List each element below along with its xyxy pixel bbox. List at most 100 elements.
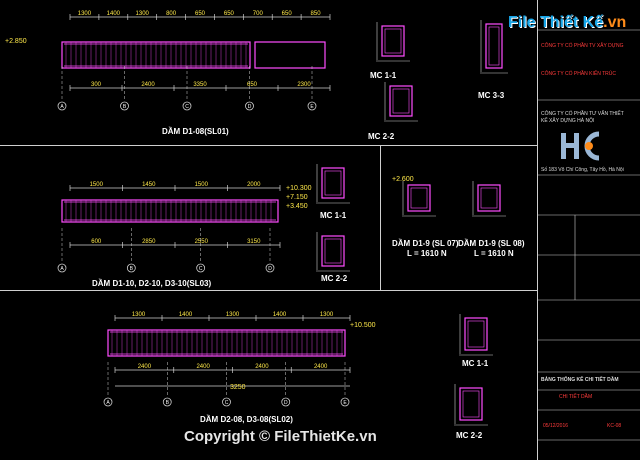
level-label: +2.600	[392, 176, 414, 183]
panel-divider-2	[0, 290, 537, 291]
axis-label: E	[310, 104, 314, 110]
dimension-value: 1300	[78, 11, 92, 17]
axis-label: D	[268, 266, 272, 272]
section-stirrup	[462, 390, 480, 418]
dimension-value: 650	[224, 11, 235, 17]
level-label: +10.500	[350, 322, 376, 329]
axis-label: C	[185, 104, 189, 110]
dimension-value: 1500	[195, 182, 209, 188]
length-label: L = 1610 N	[407, 249, 447, 258]
section-stirrup	[384, 28, 402, 54]
watermark-brand: File Thiết Kế.vn	[508, 14, 626, 32]
dimension-value: 2400	[138, 364, 152, 370]
axis-label: D	[248, 104, 252, 110]
section-mc-1-1	[381, 25, 405, 57]
sheet-name: CHI TIẾT DẦM	[559, 394, 593, 400]
dimension-value: 1450	[142, 182, 156, 188]
dimension-value: 1300	[136, 11, 150, 17]
axis-bubble	[340, 397, 350, 407]
watermark-copyright: Copyright © FileThietKe.vn	[184, 428, 377, 445]
dimension-value: 650	[247, 82, 258, 88]
watermark-brand-text: File Thiết Kế	[508, 14, 604, 31]
title-block: CÔNG TY CỔ PHẦN TV XÂY DỰNG CÔNG TY CỔ P…	[537, 0, 640, 460]
dimension-value: 3350	[193, 82, 207, 88]
dimension-value: 300	[91, 82, 102, 88]
dimension-value: 850	[311, 11, 322, 17]
axis-bubble	[222, 397, 231, 407]
panel-divider-1	[0, 145, 537, 146]
beam-label: DẦM D1-9 (SL 08)	[458, 239, 525, 248]
dimension-value: 650	[195, 11, 206, 17]
axis-bubble	[57, 263, 67, 273]
dimension-value: 1300	[226, 312, 240, 318]
section-stirrup	[488, 26, 500, 66]
axis-bubble	[182, 101, 192, 111]
dimension-value: 2550	[195, 239, 209, 245]
drawing-title-panel1: DẦM D1-08(SL01)	[162, 127, 229, 136]
level-label: +3.450	[286, 203, 308, 210]
watermark-domain: .vn	[603, 14, 627, 31]
company-name-line: KẾ XÂY DỰNG HÀ NỘI	[541, 118, 595, 124]
axis-bubble	[196, 263, 206, 273]
drawing-date: 05/12/2016	[543, 423, 569, 429]
section-label: MC 2-2	[456, 431, 483, 440]
beam-label: DẦM D1-9 (SL 07)	[392, 239, 459, 248]
panel-divider-vertical	[380, 145, 381, 290]
dimension-value: 2400	[141, 82, 155, 88]
section-label: MC 1-1	[462, 359, 489, 368]
section-mc-2-2	[389, 85, 413, 117]
axis-label: C	[199, 266, 203, 272]
sheet-number: KC-08	[607, 423, 622, 429]
beam-elevation	[61, 199, 279, 223]
axis-label: B	[130, 266, 134, 272]
dimension-value: 3150	[247, 239, 261, 245]
axis-bubble	[120, 101, 129, 111]
axis-label: A	[60, 266, 64, 272]
section-stirrup	[410, 187, 428, 209]
total-dimension: 3250	[230, 384, 246, 391]
titleblock-border	[537, 0, 538, 460]
axis-label: A	[106, 400, 110, 406]
dimension-value: 600	[91, 239, 102, 245]
axis-label: E	[343, 400, 347, 406]
section-stirrup	[392, 88, 410, 114]
axis-bubble	[162, 397, 172, 407]
section-mc-1-1	[407, 184, 431, 212]
axis-bubble	[126, 263, 136, 273]
section-mc-1-1	[464, 317, 488, 351]
dimension-value: 700	[253, 11, 264, 17]
section-stirrup	[324, 170, 342, 196]
level-label: +7.150	[286, 194, 308, 201]
company-name-line: CÔNG TY CỔ PHẦN TƯ VẤN THIẾT	[541, 111, 624, 117]
beam-end-segment	[254, 41, 326, 69]
axis-bubble	[307, 101, 317, 111]
dimension-value: 2400	[196, 364, 210, 370]
drawing-title-panel3: DẦM D2-08, D3-08(SL02)	[200, 415, 293, 424]
dimension-value: 1400	[273, 312, 287, 318]
axis-bubble	[103, 397, 113, 407]
dimension-value: 2000	[247, 182, 261, 188]
dimension-value: 800	[166, 11, 177, 17]
dimension-value: 2400	[255, 364, 269, 370]
drawing-title: BẢNG THỐNG KÊ CHI TIẾT DẦM	[541, 377, 619, 383]
section-mc-2-2	[477, 184, 501, 212]
section-mc-3-3	[485, 23, 503, 69]
axis-label: D	[284, 400, 288, 406]
section-stirrup	[324, 238, 342, 264]
level-label: +2.850	[5, 38, 27, 45]
dimension-value: 650	[282, 11, 293, 17]
level-label: +10.300	[286, 185, 312, 192]
company-name-red: CÔNG TY CỔ PHẦN TV XÂY DỰNG	[541, 43, 624, 49]
section-label: MC 2-2	[368, 132, 395, 141]
company-address: Số 183 Võ Chí Công, Tây Hồ, Hà Nội	[541, 167, 624, 173]
drawing-title-panel2: DẦM D1-10, D2-10, D3-10(SL03)	[92, 279, 212, 288]
axis-bubble	[57, 101, 67, 111]
dimension-value: 2850	[142, 239, 156, 245]
logo-icon	[561, 131, 600, 161]
dimension-value: 1500	[90, 182, 104, 188]
section-label: MC 1-1	[320, 211, 347, 220]
dimension-value: 2300	[297, 82, 311, 88]
beam-elevation	[107, 329, 346, 357]
dimension-value: 1300	[132, 312, 146, 318]
